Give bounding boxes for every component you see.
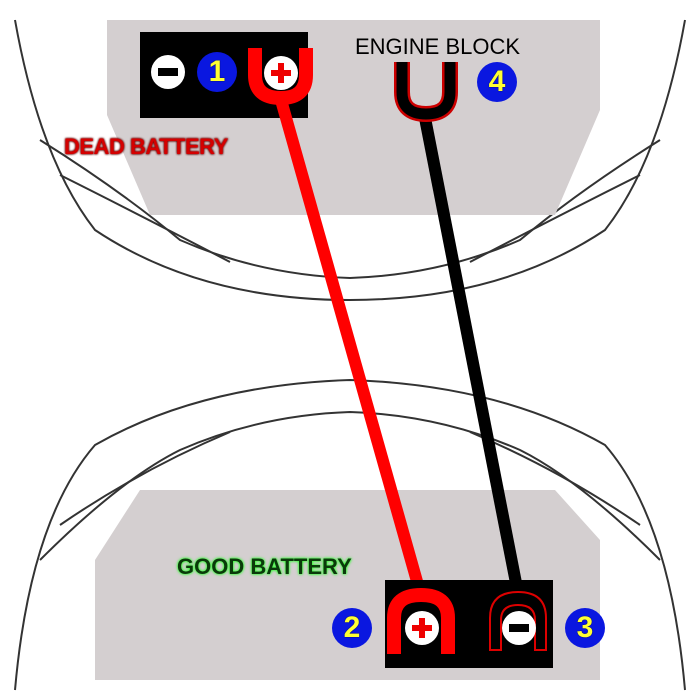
- positive-clamp-dead: [248, 48, 313, 106]
- positive-cable: [275, 98, 426, 594]
- good-battery-label: GOOD BATTERY: [177, 554, 352, 579]
- good-car-outline: [14, 378, 686, 691]
- plus-icon: [412, 618, 432, 638]
- positive-clamp-good: [387, 587, 455, 654]
- minus-icon: [509, 624, 529, 632]
- step-badge-3: 3: [565, 608, 605, 648]
- step-badge-4: 4: [477, 62, 517, 102]
- minus-icon: [158, 68, 178, 76]
- dead-battery-label: DEAD BATTERY: [64, 134, 228, 159]
- step-badge-2: 2: [332, 608, 372, 648]
- dead-car-outline: [14, 19, 686, 302]
- step-badge-1: 1: [197, 52, 237, 92]
- negative-cable: [419, 116, 523, 590]
- plus-icon: [271, 63, 291, 83]
- engine-block-label: ENGINE BLOCK: [355, 34, 521, 59]
- negative-clamp-good: [489, 590, 547, 651]
